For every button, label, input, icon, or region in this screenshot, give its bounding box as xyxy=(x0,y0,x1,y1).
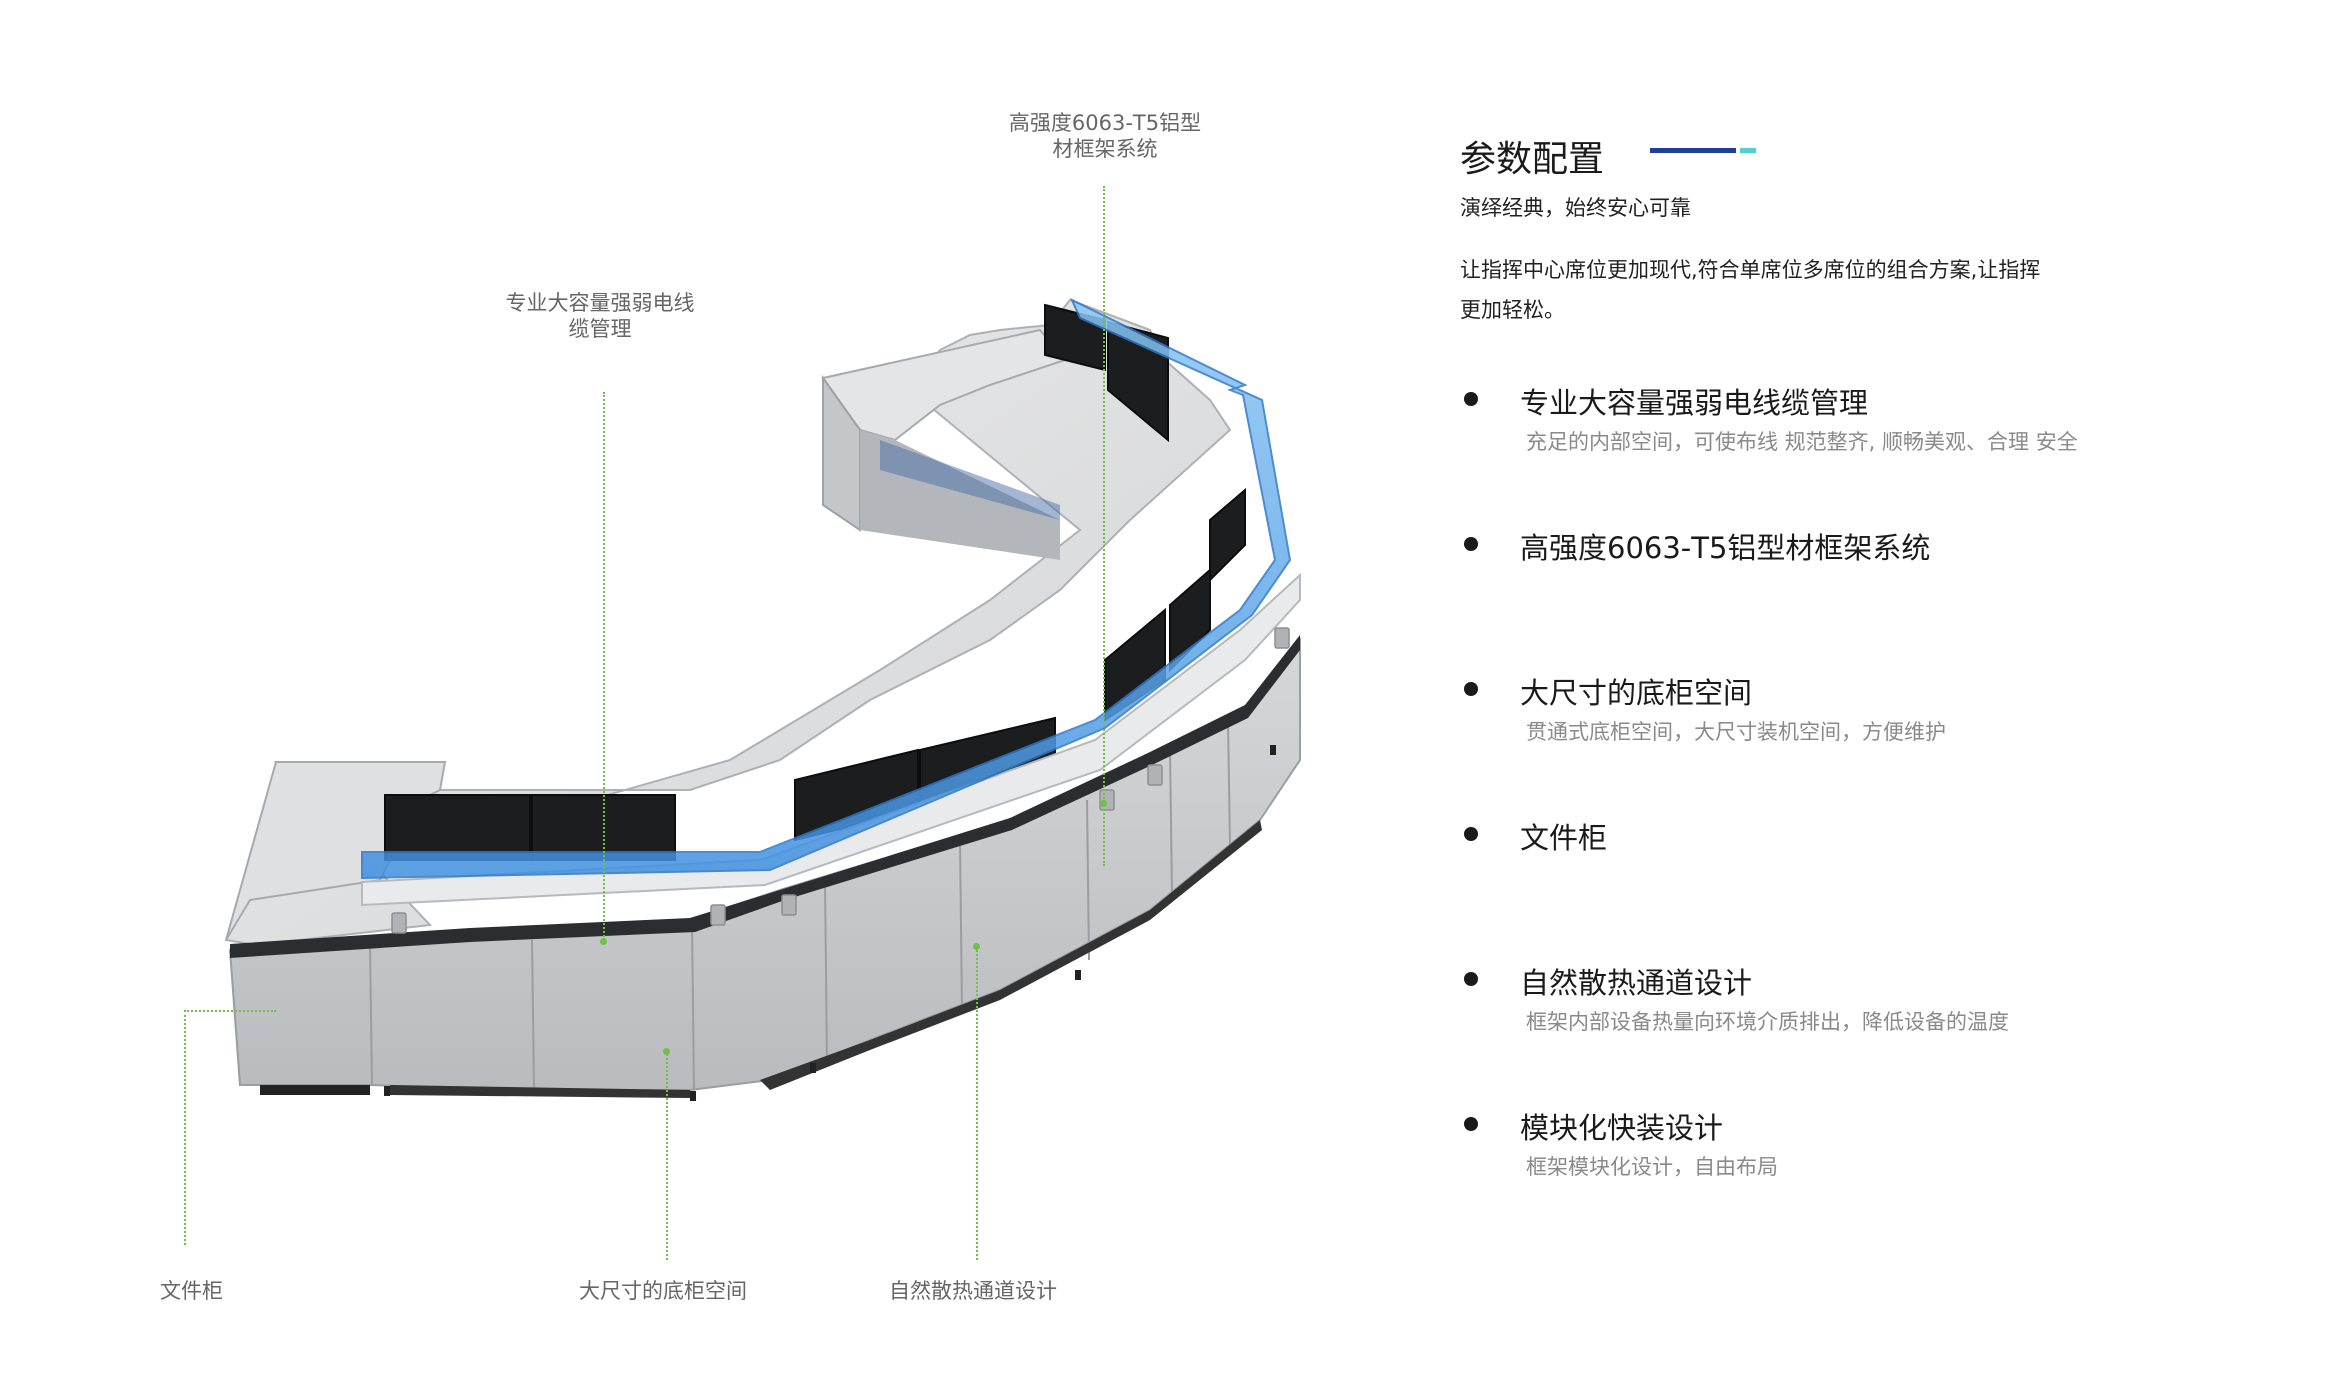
feature-title: 文件柜 xyxy=(1520,821,1608,855)
leader-dot-cable xyxy=(600,938,607,945)
bullet-icon xyxy=(1464,392,1478,406)
bullet-icon xyxy=(1464,972,1478,986)
feature-desc: 充足的内部空间，可使布线 规范整齐, 顺畅美观、合理 安全 xyxy=(1526,430,2078,454)
panel-title: 参数配置 xyxy=(1460,139,1605,180)
callout-cable-line2: 缆管理 xyxy=(568,317,632,341)
callout-cable-line1: 专业大容量强弱电线 xyxy=(505,291,695,315)
panel-description: 让指挥中心席位更加现代,符合单席位多席位的组合方案,让指挥更加轻松。 xyxy=(1460,258,2041,322)
leader-file-h xyxy=(184,1010,276,1012)
callout-frame-line1: 高强度6063-T5铝型 xyxy=(1008,111,1202,135)
leader-cable xyxy=(603,392,605,940)
feature-desc: 框架内部设备热量向环境介质排出，降低设备的温度 xyxy=(1526,1010,2009,1034)
leader-dot-heat xyxy=(973,943,980,950)
callout-large-cabinet: 大尺寸的底柜空间 xyxy=(579,1279,747,1303)
title-accent-bar-cyan xyxy=(1740,148,1756,153)
callout-frame-line2: 材框架系统 xyxy=(1052,137,1158,161)
callout-heat-channel: 自然散热通道设计 xyxy=(889,1279,1057,1303)
feature-title: 专业大容量强弱电线缆管理 xyxy=(1520,386,1869,420)
leader-dot-frame xyxy=(1100,800,1107,807)
blue-cable-trunk xyxy=(361,297,1292,880)
leader-file xyxy=(184,1010,186,1245)
callout-file-cabinet: 文件柜 xyxy=(160,1279,223,1303)
leader-large xyxy=(666,1050,668,1260)
bullet-icon xyxy=(1464,1117,1478,1131)
panel-subtitle: 演绎经典，始终安心可靠 xyxy=(1460,196,1691,220)
feature-title: 模块化快装设计 xyxy=(1520,1111,1724,1145)
feature-title: 高强度6063-T5铝型材框架系统 xyxy=(1520,531,1931,565)
callout-frame-system: 高强度6063-T5铝型 材框架系统 xyxy=(1005,110,1205,162)
bullet-icon xyxy=(1464,537,1478,551)
leader-dot-large xyxy=(663,1048,670,1055)
bullet-icon xyxy=(1464,682,1478,696)
title-accent-bar xyxy=(1650,148,1736,153)
leader-heat xyxy=(976,945,978,1260)
console-illustration xyxy=(224,297,1301,1101)
callout-cable-management: 专业大容量强弱电线 缆管理 xyxy=(500,290,700,342)
feature-desc: 框架模块化设计，自由布局 xyxy=(1526,1155,1778,1179)
bullet-icon xyxy=(1464,827,1478,841)
feature-title: 大尺寸的底柜空间 xyxy=(1520,676,1753,710)
feature-title: 自然散热通道设计 xyxy=(1520,966,1753,1000)
feature-desc: 贯通式底柜空间，大尺寸装机空间，方便维护 xyxy=(1526,720,1946,744)
leader-frame xyxy=(1103,186,1105,866)
